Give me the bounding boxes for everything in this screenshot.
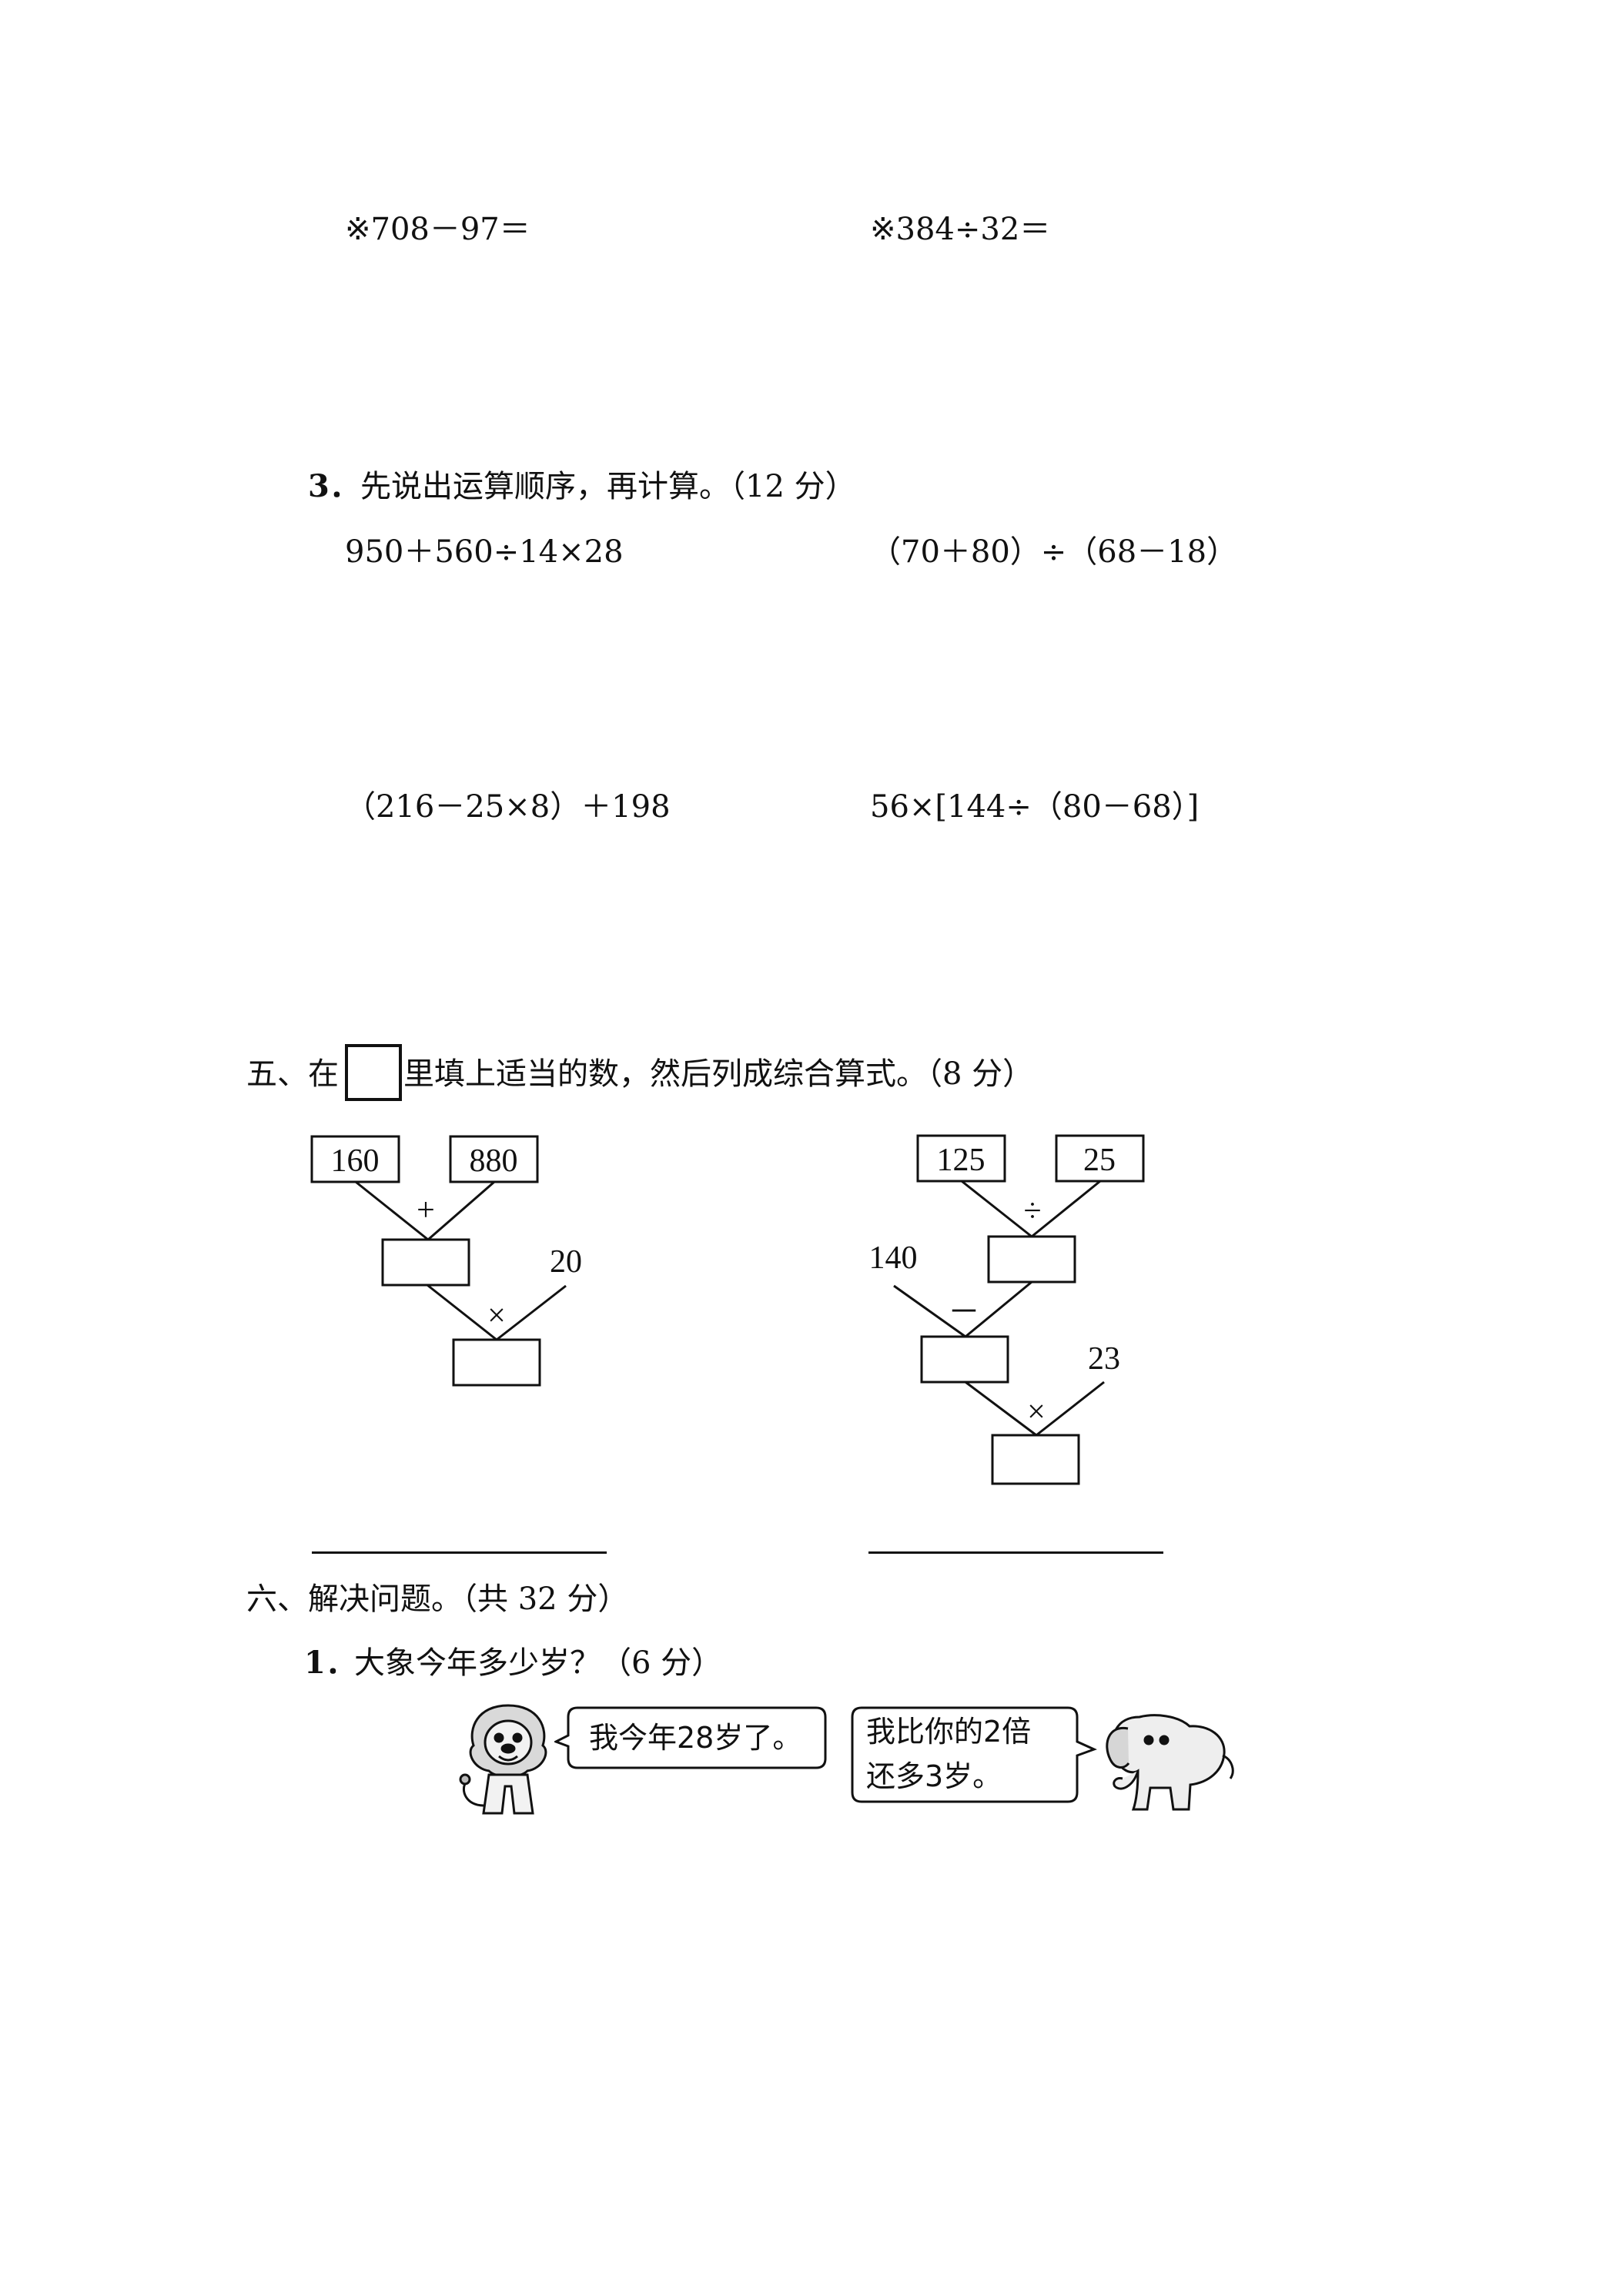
right-blank-2 xyxy=(920,1335,1009,1384)
left-value-b: 880 xyxy=(470,1143,518,1179)
q1-number: 1． xyxy=(304,1645,356,1681)
right-value-a: 125 xyxy=(937,1143,986,1178)
left-value-c: 20 xyxy=(550,1244,582,1280)
elephant-speech-bubble xyxy=(851,1706,1097,1803)
calc-left: ※708－97＝ xyxy=(345,212,530,247)
answer-line-right[interactable] xyxy=(868,1551,1163,1554)
right-blank-1 xyxy=(987,1235,1076,1284)
left-box-a xyxy=(310,1135,400,1183)
elephant-speech-line-1: 我比你的2倍 xyxy=(866,1715,1032,1749)
left-op-1: + xyxy=(417,1193,435,1228)
left-box-b xyxy=(449,1135,539,1183)
q3-item-1: 950＋560÷14×28 xyxy=(345,534,624,570)
right-op-1: ÷ xyxy=(1023,1193,1041,1229)
q3-item-2: （70＋80）÷（68－18） xyxy=(870,534,1238,570)
calc-tree-diagrams: 160 880 + 20 × 125 25 ÷ 140 － 23 × xyxy=(310,1134,1145,1485)
calc-right: ※384÷32＝ xyxy=(870,212,1051,247)
section5-suffix: 里填上适当的数，然后列成综合算式。（8 分） xyxy=(403,1056,1034,1092)
left-blank-2 xyxy=(452,1338,541,1387)
left-op-2: × xyxy=(487,1298,506,1334)
right-box-b xyxy=(1055,1134,1145,1183)
right-op-3: × xyxy=(1027,1394,1046,1430)
left-blank-1 xyxy=(381,1238,470,1287)
inline-blank-box xyxy=(345,1044,402,1101)
right-value-d: 23 xyxy=(1088,1341,1120,1377)
section5-prefix: 五、在 xyxy=(246,1056,339,1092)
answer-line-left[interactable] xyxy=(312,1551,607,1554)
right-value-b: 25 xyxy=(1083,1143,1116,1178)
q1-title: 大象今年多少岁？（6 分） xyxy=(354,1645,723,1681)
elephant-speech-line-2: 还多3岁。 xyxy=(866,1759,1002,1793)
q3-item-3: （216－25×8）＋198 xyxy=(345,789,671,825)
right-box-a xyxy=(916,1134,1006,1183)
lion-speech-bubble xyxy=(554,1706,827,1769)
left-value-a: 160 xyxy=(331,1143,380,1179)
q3-title: 先说出运算顺序，再计算。（12 分） xyxy=(360,469,856,504)
elephant-illustration xyxy=(1106,1714,1234,1811)
q3-item-4: 56×[144÷（80－68）] xyxy=(870,789,1200,825)
right-blank-3 xyxy=(991,1434,1080,1485)
q3-number: 3． xyxy=(308,468,360,504)
right-op-2: － xyxy=(948,1295,980,1330)
section6-title: 六、解决问题。（共 32 分） xyxy=(246,1581,629,1617)
lion-illustration xyxy=(459,1704,547,1815)
lion-speech-text: 我今年28岁了。 xyxy=(589,1721,802,1755)
right-value-c: 140 xyxy=(869,1240,918,1276)
